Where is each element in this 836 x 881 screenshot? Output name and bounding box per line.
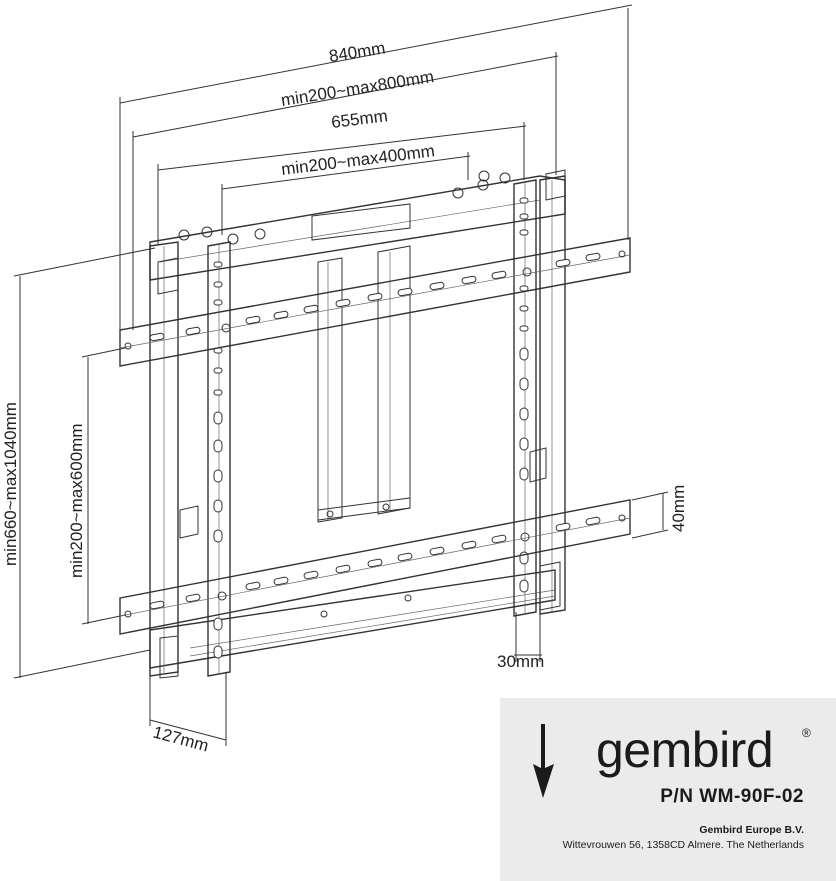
width-840-label: 840mm xyxy=(328,38,387,66)
gembird-arrow-logo-icon xyxy=(533,724,554,798)
width-range-400-label: min200~max400mm xyxy=(280,141,436,179)
width-655-label: 655mm xyxy=(330,106,389,132)
depth-127-label: 127mm xyxy=(151,723,211,756)
company-name: Gembird Europe B.V. xyxy=(699,824,804,836)
product-label: gembird ® P/N WM-90F-02 Gembird Europe B… xyxy=(500,698,836,881)
top-horizontal-rail xyxy=(119,237,631,367)
height-range-1040-label: min660~max1040mm xyxy=(1,402,20,566)
bottom-rail-slots xyxy=(149,516,601,610)
brand-name: gembird xyxy=(596,722,774,778)
left-upright-slots xyxy=(213,261,223,659)
company-address: Wittevrouwen 56, 1358CD Almere. The Neth… xyxy=(562,839,804,851)
dimension-labels: 840mm min200~max800mm 655mm min200~max40… xyxy=(1,38,688,755)
bottom-horizontal-rail xyxy=(119,499,631,635)
rail-height-40-label: 40mm xyxy=(669,485,688,532)
upright-30-label: 30mm xyxy=(497,652,544,671)
wall-frame xyxy=(149,169,566,679)
top-rail-slots xyxy=(149,252,601,342)
width-range-800-label: min200~max800mm xyxy=(280,67,436,110)
registered-mark: ® xyxy=(802,726,811,740)
height-range-600-label: min200~max600mm xyxy=(67,424,86,579)
dimension-lines xyxy=(13,4,669,746)
vertical-uprights xyxy=(207,179,537,677)
part-number: P/N WM-90F-02 xyxy=(660,786,804,807)
